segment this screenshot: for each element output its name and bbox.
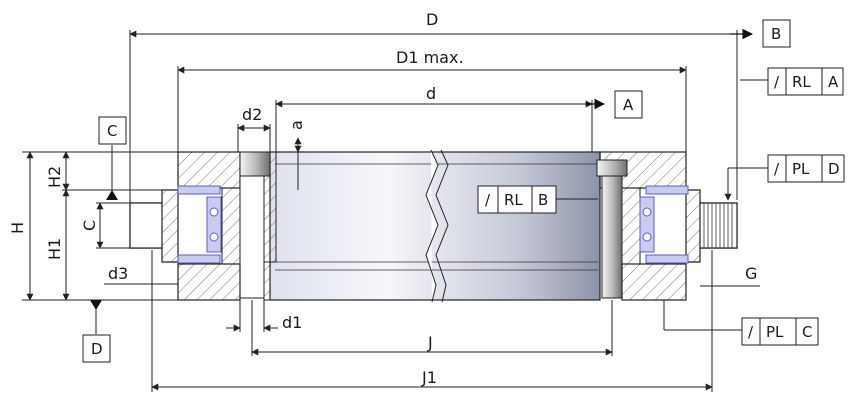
left-lower-ring [177,263,241,301]
svg-text:RL: RL [792,73,811,91]
dim-d1-label: d1 [282,313,302,332]
svg-text:A: A [828,73,839,91]
dim-D1-label: D1 max. [396,48,464,67]
datum-box-C: C [98,116,127,145]
dim-G-label: G [745,264,757,283]
bearing-section [129,149,738,303]
left-roller-lower [177,254,221,264]
datum-C-arrow [106,190,118,200]
right-lower-ring [621,263,687,301]
svg-text:B: B [771,25,781,43]
left-gear-tooth [129,202,163,249]
left-upper-ring-inner [269,151,277,263]
tolerance-frame-pl-d: / PL D [767,154,845,183]
left-bolt-head [239,151,271,177]
svg-text:PL: PL [766,323,784,341]
right-bolt-shank [601,175,623,299]
dim-J1-label: J1 [421,368,437,387]
right-roller-upper [645,185,689,195]
right-gear-teeth [699,202,738,249]
left-bolt-hole [239,175,265,299]
tolerance-frame-rl-b: / RL B [477,185,557,214]
right-roller-side [639,196,655,253]
datum-box-B: B [762,19,791,48]
svg-text:C: C [107,122,117,140]
dim-J-label: J [427,333,433,352]
right-inner-hub [621,187,641,265]
right-roller-lower [645,254,689,264]
break-line [425,149,439,303]
svg-text:B: B [538,191,548,209]
svg-text:D: D [91,340,103,358]
dim-a-label: a [287,120,306,130]
tolerance-frame-rl-a: / RL A [767,67,844,96]
svg-text:PL: PL [792,160,810,178]
dim-H-label: H [8,222,27,234]
left-inner-hub [221,187,241,265]
runout-icon: / [774,160,780,178]
svg-text:D: D [828,160,840,178]
dim-D-label: D [426,10,438,29]
datum-box-A: A [614,90,643,119]
dim-C-label: C [80,220,99,231]
datum-box-D: D [82,334,111,363]
svg-text:RL: RL [504,191,523,209]
datum-D-arrow [90,300,102,310]
dim-H2-label: H2 [45,166,64,188]
dim-d-label: d [426,84,436,103]
svg-text:C: C [802,323,812,341]
runout-icon: / [748,323,754,341]
runout-icon: / [485,191,491,209]
left-roller-upper [177,185,221,195]
dim-H1-label: H1 [45,238,64,260]
runout-icon: / [774,73,780,91]
left-upper-ring [177,151,241,189]
svg-text:A: A [623,96,634,114]
left-roller-side [206,196,222,253]
tolerance-frame-pl-c: / PL C [741,317,819,346]
right-bolt-head [596,159,628,177]
dim-d2-label: d2 [242,105,262,124]
dim-d3-label: d3 [108,264,128,283]
